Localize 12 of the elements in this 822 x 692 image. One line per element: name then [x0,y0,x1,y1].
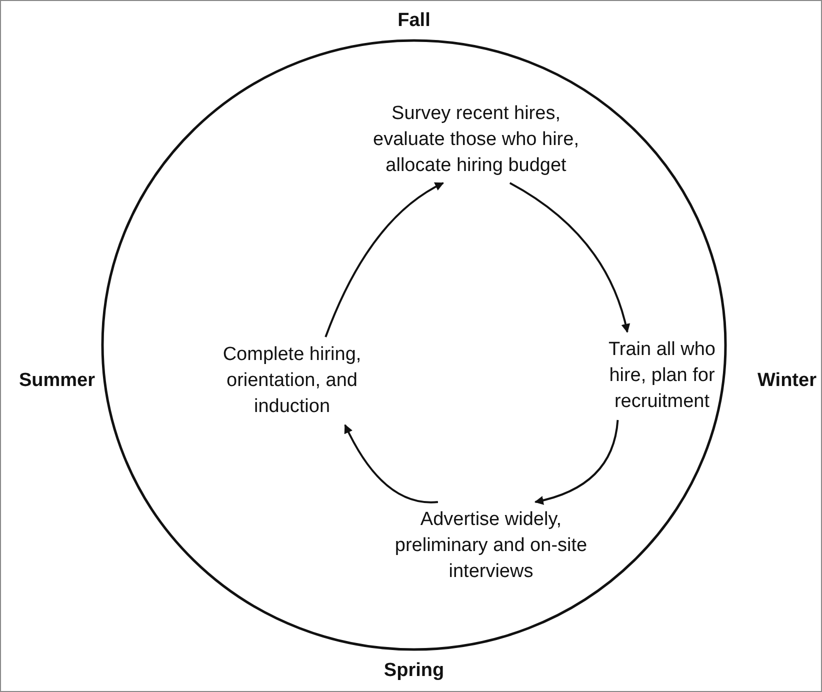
step-text: Train all who hire, plan for recruitment [601,336,723,416]
step-text: Survey recent hires, evaluate those who hire, allocate hiring budget [361,101,591,179]
season-label: Fall [398,10,430,32]
step-text: Complete hiring, orientation, and induction [201,341,383,421]
curved-arrow [324,182,444,338]
curved-arrow [344,424,438,504]
step-text: Advertise widely, preliminary and on-site interviews [381,506,601,586]
curved-arrow [509,182,630,333]
season-label: Winter [758,370,816,392]
season-label: Spring [384,660,444,682]
curved-arrow [534,420,619,505]
season-label: Summer [18,370,96,392]
